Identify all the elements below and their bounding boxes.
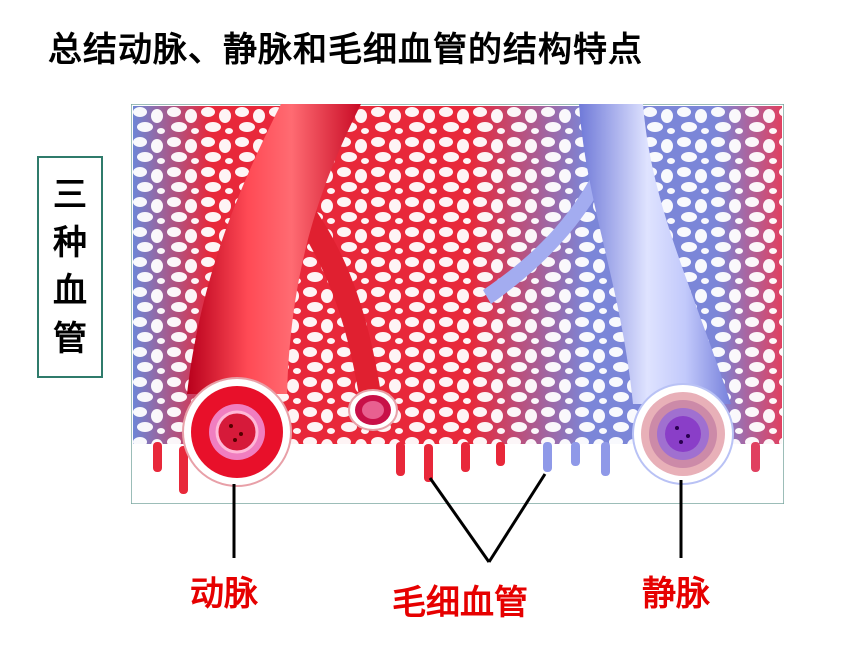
side-label-char: 三: [53, 175, 87, 215]
vein-cross-section: [632, 383, 734, 485]
side-label-char: 血: [53, 271, 87, 311]
side-label-char: 管: [53, 319, 87, 359]
blood-vessel-illustration: [131, 104, 784, 504]
capillary-label: 毛细血管: [392, 583, 528, 623]
artery-label: 动脉: [190, 574, 258, 614]
side-label-char: 种: [53, 223, 87, 263]
artery-vessel: [187, 104, 361, 394]
side-label-box: 三 种 血 管: [37, 156, 103, 378]
small-artery-cross-section: [348, 389, 398, 431]
vein-label: 静脉: [642, 574, 710, 614]
artery-cross-section: [182, 377, 292, 487]
capillary-tubes: [153, 442, 760, 494]
vein-vessel: [579, 104, 731, 404]
page-title: 总结动脉、静脉和毛细血管的结构特点: [48, 30, 643, 70]
